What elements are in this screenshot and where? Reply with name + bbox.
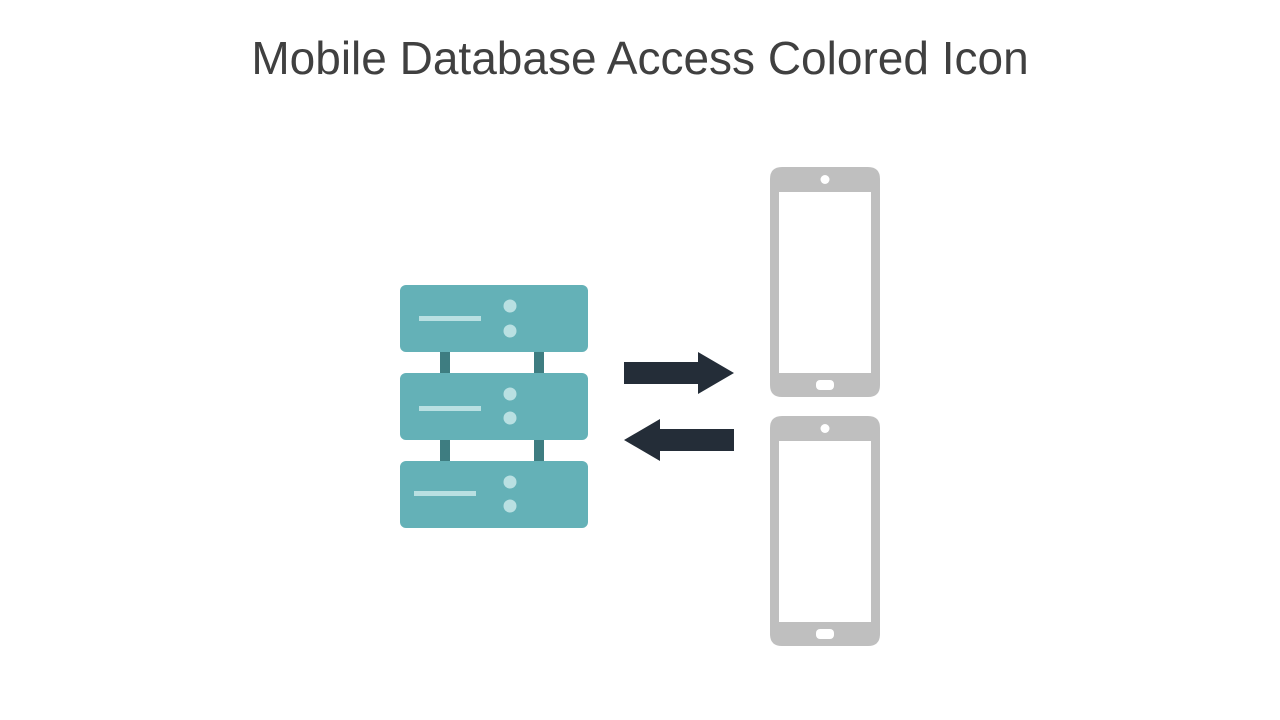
server-connector (534, 350, 544, 375)
smartphone-icon (770, 167, 880, 397)
server-connector (440, 438, 450, 463)
server-connector (534, 438, 544, 463)
smartphone-icon (770, 416, 880, 646)
page-title: Mobile Database Access Colored Icon (251, 32, 1029, 84)
arrow-left-icon (624, 419, 734, 461)
server-unit (400, 373, 588, 440)
arrow-right-icon (624, 352, 734, 394)
server-connector (440, 350, 450, 375)
server-unit (400, 285, 588, 352)
server-rack-icon (400, 285, 588, 528)
server-unit (400, 461, 588, 528)
